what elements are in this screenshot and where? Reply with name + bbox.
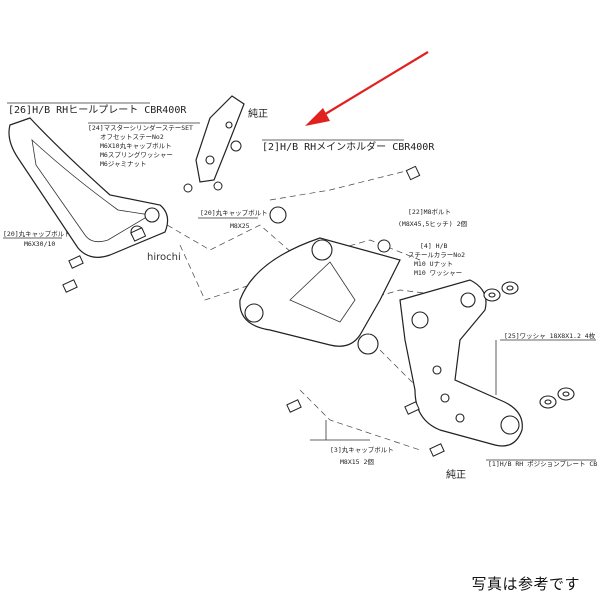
label-genuine-bottom: 純正 <box>446 468 466 481</box>
label-part24: [24]マスターシリンダーステーSET <box>88 123 193 132</box>
label-part4-line1: スチールカラーNo2 <box>408 251 465 259</box>
bolts-part <box>62 165 445 457</box>
position-plate-part <box>399 279 523 447</box>
label-part3-size: M8X15 2個 <box>340 457 374 466</box>
label-part24-line4: M6ジャミナット <box>100 160 147 168</box>
label-part22-sub: (M8X45,5ヒッチ) 2個 <box>398 219 468 228</box>
label-part24-line2: M6X10丸キャップボルト <box>100 141 172 150</box>
label-genuine-top: 純正 <box>248 107 268 120</box>
label-part4: [4] H/B <box>420 242 447 250</box>
label-part20a: [20]丸キャップボルト <box>200 208 268 217</box>
reference-photo-caption: 写真は参考です <box>471 575 580 593</box>
label-part25: [25]ワッシャ 18X8X1.2 4枚 <box>504 331 596 340</box>
label-part4-line3: M10 ワッシャー <box>414 269 462 277</box>
master-cylinder-stay-part <box>183 95 245 193</box>
red-arrow <box>305 51 429 126</box>
label-part26: [26]H/B RHヒールプレート CBR400R <box>8 104 187 116</box>
label-part3: [3]丸キャップボルト <box>330 445 394 454</box>
label-part20b: [20]丸キャップボルト <box>3 229 71 238</box>
label-part24-line1: オフセットステーNo2 <box>100 133 164 141</box>
label-part1: [1]H/B RH ポジションプレート CB <box>488 460 597 468</box>
watermark-text: hirochi <box>147 252 181 263</box>
label-part24-line3: M6スプリングワッシャー <box>100 150 173 159</box>
main-holder-part <box>239 206 401 355</box>
label-part22: [22]M8ボルト <box>408 208 451 216</box>
label-part20b-size: M6X30/10 <box>24 240 55 248</box>
label-leaders <box>3 102 596 461</box>
label-part20a-size: M8X25 <box>230 222 250 230</box>
label-part2: [2]H/B RHメインホルダー CBR400R <box>262 140 435 153</box>
washers-part <box>483 281 575 409</box>
label-part4-line2: M10 Uナット <box>414 260 453 268</box>
